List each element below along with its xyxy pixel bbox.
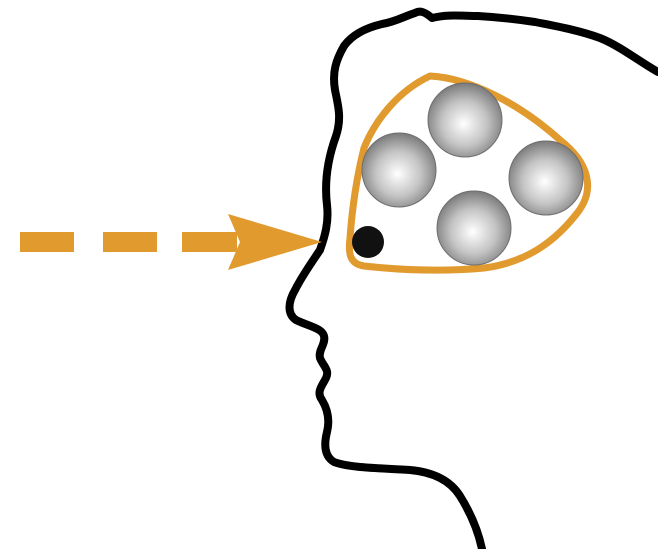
arrow-dash-1	[20, 232, 74, 252]
gray-sphere	[509, 141, 583, 215]
gray-sphere	[362, 133, 436, 207]
arrow-shaft	[182, 232, 237, 252]
gray-sphere	[437, 191, 511, 265]
gray-sphere	[428, 83, 502, 157]
arrow-dash-2	[103, 232, 157, 252]
small-black-dot	[352, 226, 384, 258]
